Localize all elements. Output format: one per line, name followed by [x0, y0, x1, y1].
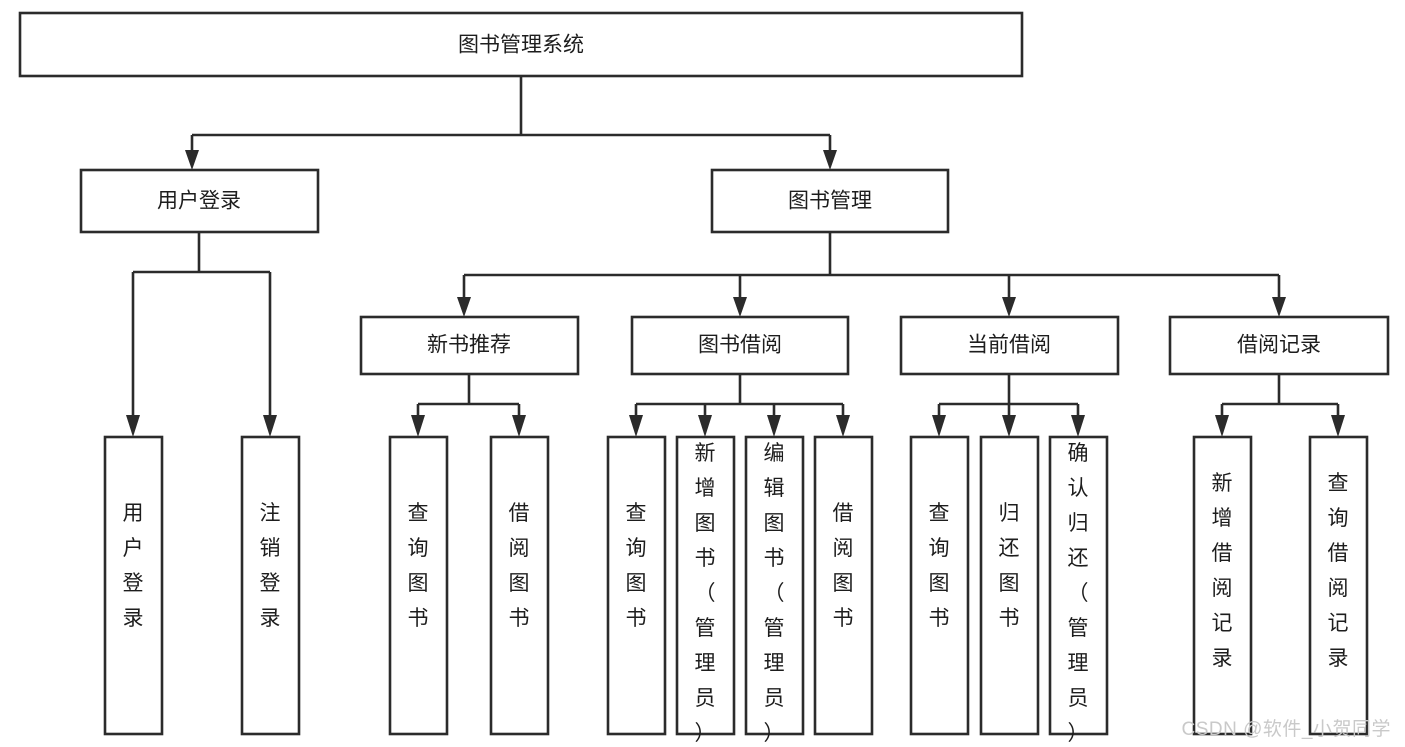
node-current[interactable]: 当前借阅 — [899, 315, 1120, 376]
arrow-head-leaf-query-book-3 — [932, 415, 946, 437]
connector-group-bookmgmt-to-level3 — [457, 232, 1286, 317]
arrow-head-leaf-query-record — [1331, 415, 1345, 437]
node-leaf-user-login-label: 用户登录 — [123, 502, 144, 630]
node-leaf-edit-book-label: 编辑图书（管理员） — [764, 442, 785, 745]
node-login-box[interactable] — [79, 168, 320, 234]
node-newbook[interactable]: 新书推荐 — [359, 315, 580, 376]
arrow-head-newbook — [457, 297, 471, 317]
node-leaf-user-login[interactable]: 用户登录 — [103, 435, 164, 736]
node-leaf-confirm-return[interactable]: 确认归还（管理员） — [1048, 435, 1109, 745]
arrow-head-leaf-return-book — [1002, 415, 1016, 437]
arrow-head-leaf-user-logout — [263, 415, 277, 437]
node-login-label: 用户登录 — [157, 190, 241, 213]
node-leaf-query-book-1-box[interactable] — [388, 435, 449, 736]
node-leaf-query-book-3-label: 查询图书 — [929, 502, 950, 630]
arrow-head-leaf-borrow-book-2 — [836, 415, 850, 437]
node-leaf-query-book-2-label: 查询图书 — [626, 502, 647, 630]
arrow-head-leaf-query-book-2 — [629, 415, 643, 437]
node-newbook-box[interactable] — [359, 315, 580, 376]
node-leaf-user-logout-label: 注销登录 — [260, 502, 281, 630]
node-leaf-edit-book[interactable]: 编辑图书（管理员） — [744, 435, 805, 745]
node-records[interactable]: 借阅记录 — [1168, 315, 1390, 376]
node-leaf-query-book-3[interactable]: 查询图书 — [909, 435, 970, 736]
node-leaf-query-book-1[interactable]: 查询图书 — [388, 435, 449, 736]
node-root-label: 图书管理系统 — [458, 34, 584, 57]
node-leaf-query-book-2-box[interactable] — [606, 435, 667, 736]
node-leaf-query-book-3-box[interactable] — [909, 435, 970, 736]
node-leaf-user-login-box[interactable] — [103, 435, 164, 736]
node-leaf-add-record-label: 新增借阅记录 — [1212, 472, 1233, 670]
connector-group-current-to-leaves — [932, 374, 1085, 437]
node-leaf-add-book[interactable]: 新增图书（管理员） — [675, 435, 736, 745]
connector-group-newbook-to-leaves — [411, 374, 526, 437]
node-leaf-query-book-1-label: 查询图书 — [408, 502, 429, 630]
arrow-head-leaf-edit-book — [767, 415, 781, 437]
node-leaf-user-logout-box[interactable] — [240, 435, 301, 736]
node-bookmgmt-label: 图书管理 — [788, 190, 872, 213]
arrow-head-leaf-confirm-return — [1071, 415, 1085, 437]
node-leaf-query-record-box[interactable] — [1308, 435, 1369, 736]
node-bookmgmt[interactable]: 图书管理 — [710, 168, 950, 234]
node-current-box[interactable] — [899, 315, 1120, 376]
arrow-head-leaf-query-book-1 — [411, 415, 425, 437]
node-leaf-query-record[interactable]: 查询借阅记录 — [1308, 435, 1369, 736]
node-leaf-confirm-return-label: 确认归还（管理员） — [1068, 442, 1089, 745]
arrow-head-leaf-add-record — [1215, 415, 1229, 437]
connector-group-root-to-level2 — [185, 76, 837, 170]
node-login[interactable]: 用户登录 — [79, 168, 320, 234]
arrow-head-leaf-add-book — [698, 415, 712, 437]
node-borrow-box[interactable] — [630, 315, 850, 376]
node-leaf-edit-book-box[interactable] — [744, 435, 805, 736]
node-leaf-borrow-book-1[interactable]: 借阅图书 — [489, 435, 550, 736]
arrow-head-records — [1272, 297, 1286, 317]
node-leaf-borrow-book-2-box[interactable] — [813, 435, 874, 736]
node-leaf-add-book-label: 新增图书（管理员） — [695, 442, 716, 745]
node-root-box[interactable] — [18, 11, 1024, 78]
node-leaf-return-book-label: 归还图书 — [999, 502, 1020, 630]
node-leaf-borrow-book-1-label: 借阅图书 — [509, 502, 530, 630]
node-records-label: 借阅记录 — [1237, 334, 1321, 357]
node-current-label: 当前借阅 — [967, 334, 1051, 357]
node-leaf-add-book-box[interactable] — [675, 435, 736, 736]
node-leaf-add-record-box[interactable] — [1192, 435, 1253, 736]
node-leaf-user-logout[interactable]: 注销登录 — [240, 435, 301, 736]
node-newbook-label: 新书推荐 — [427, 334, 511, 357]
node-borrow-label: 图书借阅 — [698, 334, 782, 357]
node-leaf-add-record[interactable]: 新增借阅记录 — [1192, 435, 1253, 736]
arrow-head-leaf-user-login — [126, 415, 140, 437]
node-leaf-confirm-return-box[interactable] — [1048, 435, 1109, 736]
arrow-head-current — [1002, 297, 1016, 317]
arrow-head-bookmgmt — [823, 150, 837, 170]
arrow-head-borrow — [733, 297, 747, 317]
node-records-box[interactable] — [1168, 315, 1390, 376]
node-bookmgmt-box[interactable] — [710, 168, 950, 234]
connector-group-borrow-to-leaves — [629, 374, 850, 437]
arrow-head-login — [185, 150, 199, 170]
node-leaf-return-book-box[interactable] — [979, 435, 1040, 736]
connector-group-login-to-leaves — [126, 232, 277, 437]
node-leaf-borrow-book-1-box[interactable] — [489, 435, 550, 736]
arrow-head-leaf-borrow-book-1 — [512, 415, 526, 437]
node-leaf-borrow-book-2[interactable]: 借阅图书 — [813, 435, 874, 736]
connector-group-records-to-leaves — [1215, 374, 1345, 437]
node-leaf-query-book-2[interactable]: 查询图书 — [606, 435, 667, 736]
node-leaf-query-record-label: 查询借阅记录 — [1328, 472, 1349, 670]
node-root[interactable]: 图书管理系统 — [18, 11, 1024, 78]
node-borrow[interactable]: 图书借阅 — [630, 315, 850, 376]
node-leaf-return-book[interactable]: 归还图书 — [979, 435, 1040, 736]
node-leaf-borrow-book-2-label: 借阅图书 — [833, 502, 854, 630]
